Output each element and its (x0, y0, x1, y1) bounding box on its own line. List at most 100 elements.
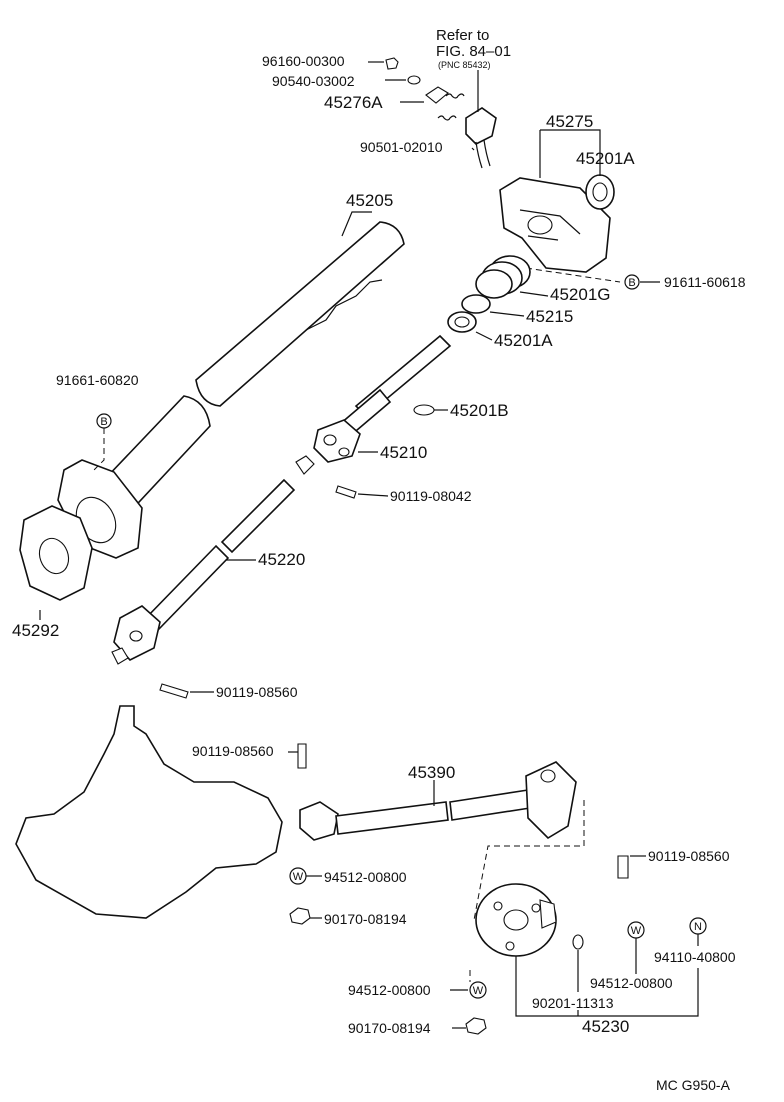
column-tube-45205 (57, 221, 405, 559)
mark-b-91611 (624, 274, 640, 290)
seal-45215-shape (461, 294, 491, 314)
lower-joint-yoke (111, 647, 129, 665)
label-90119-08042: 90119-08042 (390, 488, 472, 504)
label-91661-60820: 91661-60820 (56, 372, 139, 388)
snap-ring-45201B (413, 404, 435, 416)
lower-shaft-joint-hole (540, 769, 556, 783)
column-tube-lower (102, 395, 211, 518)
mark-w-94512-c-letter: W (473, 985, 484, 997)
coupling-45230 (475, 883, 557, 957)
column-tube-upper (195, 221, 405, 407)
label-90201-11313: 90201-11313 (532, 995, 614, 1011)
label-45201A-mid: 45201A (494, 331, 553, 350)
nut-90170-a (289, 907, 311, 925)
leader-90119-08042 (357, 493, 389, 497)
lower-shaft-joint-left (299, 801, 339, 841)
label-94512-00800-c: 94512-00800 (348, 982, 431, 998)
connector-wire-1 (475, 141, 483, 169)
leader-45201A-mid (475, 331, 493, 341)
label-45230: 45230 (582, 1017, 629, 1036)
label-45201A-top: 45201A (576, 149, 635, 168)
leader-91611-dash (525, 267, 621, 283)
bolt-90119-08042 (335, 485, 357, 499)
lower-shaft-joint-right (525, 761, 577, 840)
spring-lower-shape (437, 115, 457, 121)
reference-line-1: Refer to (436, 27, 489, 44)
mark-w-94512-b-letter: W (631, 925, 642, 937)
bolt-90119-b (297, 743, 307, 769)
mark-b-91611-letter: B (628, 277, 635, 289)
figure-code: MC G950-A (656, 1077, 731, 1093)
bearing-45201A-mid-inner (454, 316, 470, 328)
intermediate-shaft-45220 (111, 478, 296, 665)
shaft-45220-upper (220, 478, 296, 554)
housing-45275-shape (499, 177, 611, 273)
label-45210: 45210 (380, 443, 427, 462)
label-90501-02010: 90501-02010 (360, 139, 443, 155)
label-94512-00800-b: 94512-00800 (590, 975, 673, 991)
leader-90501 (471, 147, 475, 151)
connector-wire-2 (483, 139, 491, 167)
cover-45292-hole (38, 537, 70, 575)
leader-45205 (341, 211, 372, 237)
joint-yoke (295, 455, 315, 475)
label-96160-00300: 96160-00300 (262, 53, 345, 69)
label-45205: 45205 (346, 191, 393, 210)
label-45276A: 45276A (324, 93, 383, 112)
mark-w-94512-a-letter: W (293, 871, 304, 883)
top-small-parts (368, 57, 497, 169)
lower-shaft-45390 (299, 761, 577, 841)
bellows-ring-3 (475, 269, 513, 299)
label-45220: 45220 (258, 550, 305, 569)
plate-45276A-shape (425, 86, 449, 104)
lower-shaft-tube-right (449, 789, 531, 821)
housing-detail-1 (519, 209, 581, 235)
connector-shape (465, 107, 497, 145)
coupling-hole-3 (505, 941, 515, 951)
column-housing (499, 129, 615, 273)
bellows-45201G (475, 255, 531, 299)
label-90170-08194-a: 90170-08194 (324, 911, 407, 927)
label-90119-08560-a: 90119-08560 (216, 684, 298, 700)
label-45292: 45292 (12, 621, 59, 640)
label-94512-00800-a: 94512-00800 (324, 869, 407, 885)
steering-gear-box (15, 705, 283, 919)
label-45275: 45275 (546, 112, 593, 131)
nut-90170-b (465, 1017, 487, 1035)
label-45215: 45215 (526, 307, 573, 326)
joint-hole-2 (338, 447, 350, 457)
leader-45201G (519, 291, 549, 297)
housing-detail-2 (527, 235, 559, 241)
bolt-90119-c (617, 855, 629, 879)
label-45390: 45390 (408, 763, 455, 782)
coupling-bolt-head (539, 899, 557, 929)
label-90170-08194-b: 90170-08194 (348, 1020, 431, 1036)
label-90540-03002: 90540-03002 (272, 73, 355, 89)
spring-upper-shape (445, 93, 465, 99)
alignment-dash-upper (473, 800, 585, 921)
coupling-center (503, 909, 529, 931)
mark-b-91661-letter: B (100, 416, 107, 428)
bracket-45230 (515, 956, 699, 1017)
washer-90540-shape (407, 75, 421, 85)
reference-line-3: (PNC 85432) (438, 60, 491, 70)
mark-n-94110-letter: N (694, 921, 702, 933)
label-90119-08560-b: 90119-08560 (192, 743, 274, 759)
column-tube-slot (305, 279, 383, 331)
reference-note: Refer to FIG. 84–01 (PNC 85432) (436, 27, 511, 70)
leader-91661-dash (93, 428, 105, 471)
coupling-hole-1 (493, 901, 503, 911)
label-45201G: 45201G (550, 285, 611, 304)
upper-shaft-45210 (295, 334, 452, 475)
lower-shaft-tube-left (335, 801, 449, 835)
joint-hole-1 (323, 434, 337, 446)
coupling-hole-2 (531, 903, 541, 913)
reference-line-2: FIG. 84–01 (436, 43, 511, 60)
housing-hole (527, 215, 553, 235)
label-91611-60618: 91611-60618 (664, 274, 746, 290)
washer-90201 (572, 934, 584, 950)
screw-96160-shape (385, 57, 399, 70)
bolt-90119-a (159, 683, 189, 699)
